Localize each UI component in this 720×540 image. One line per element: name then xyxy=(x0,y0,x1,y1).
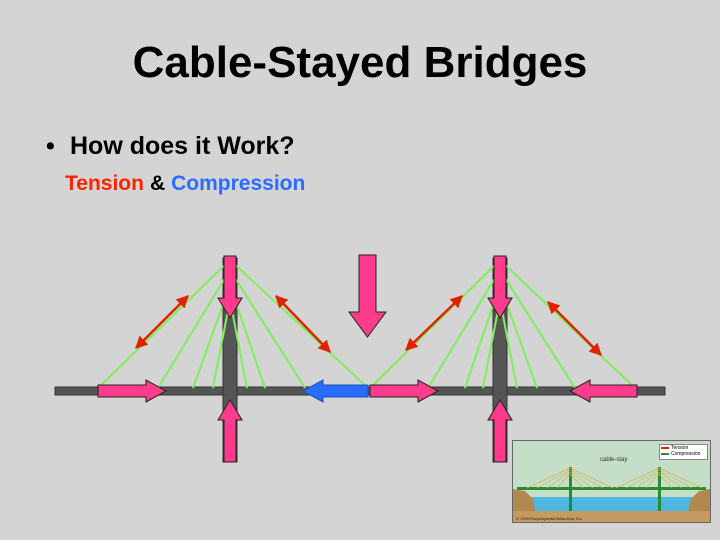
load-arrow-down xyxy=(348,254,387,338)
inset-illustration: cable-stay Tension Compression © 1999 En… xyxy=(512,440,711,523)
force-arrows xyxy=(97,254,638,463)
inset-right-tower xyxy=(658,467,661,511)
inset-legend-compression: Compression xyxy=(661,451,707,457)
deck-left-arrow xyxy=(97,379,168,403)
left-tower-cables xyxy=(97,259,369,389)
inset-left-tower xyxy=(569,467,572,511)
cable-tension-arrows xyxy=(135,295,602,356)
cable xyxy=(499,259,636,389)
bullet-item: • How does it Work? xyxy=(46,132,295,161)
cable xyxy=(369,259,501,389)
cable xyxy=(427,269,501,389)
inset-deck xyxy=(517,487,706,490)
force-legend: Tension&Compression xyxy=(65,172,305,196)
inset-water xyxy=(513,497,710,511)
cable xyxy=(499,299,518,389)
slide-title: Cable-Stayed Bridges xyxy=(132,38,588,87)
cable xyxy=(229,259,369,389)
cable xyxy=(229,299,248,389)
inset-credit: © 1999 Encyclopædia Britannica, Inc. xyxy=(516,516,583,521)
inset-legend: Tension Compression xyxy=(659,444,708,460)
tension-arrow xyxy=(135,295,189,349)
cable xyxy=(97,259,231,389)
inset-legend-tension: Tension xyxy=(661,445,707,451)
bullet-text: How does it Work? xyxy=(70,132,295,160)
inset-legend-tension-label: Tension xyxy=(671,445,689,451)
tension-arrow xyxy=(405,295,463,351)
inset-ground xyxy=(513,511,710,522)
left-tower-top-arrow xyxy=(217,255,243,319)
tension-label: Tension xyxy=(65,172,144,195)
ampersand: & xyxy=(149,172,166,195)
right-tower-top-arrow xyxy=(487,255,513,319)
left-tower-bottom-arrow xyxy=(217,399,243,463)
compression-arrow xyxy=(301,379,369,403)
deck-center-arrow xyxy=(369,379,440,403)
cable xyxy=(157,269,231,389)
inset-legend-compression-label: Compression xyxy=(671,451,701,457)
cable xyxy=(482,299,501,389)
tension-arrow xyxy=(547,301,602,356)
cable xyxy=(499,269,576,389)
inset-cables xyxy=(526,467,703,489)
inset-caption: cable-stay xyxy=(600,457,628,463)
right-tower-bottom-arrow xyxy=(487,399,513,463)
cable xyxy=(229,269,306,389)
cable xyxy=(212,299,231,389)
tension-arrow xyxy=(275,295,331,353)
deck-right-arrow xyxy=(568,379,638,403)
compression-label: Compression xyxy=(171,172,306,195)
bullet-marker: • xyxy=(46,132,55,160)
